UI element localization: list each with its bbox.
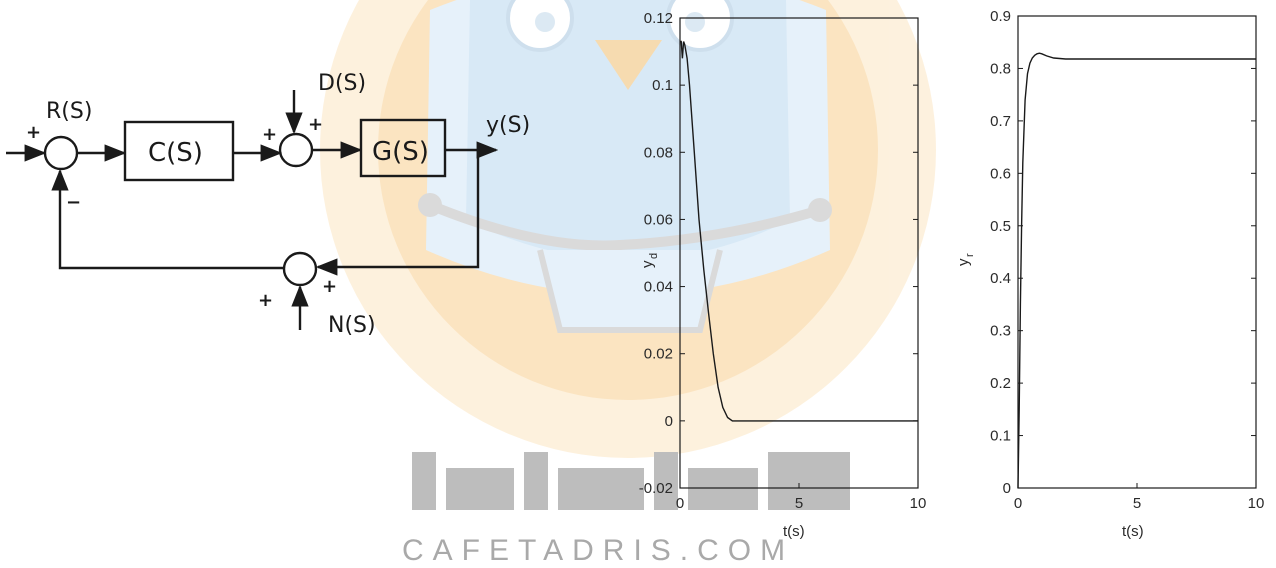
sum2-input-sign: + [262,124,277,145]
x-axis-label: t(s) [1122,523,1144,540]
controller-block [123,120,235,182]
y-tick-label: -0.02 [639,480,673,497]
y-tick-label: 0.7 [990,113,1011,130]
feedback-return-path [51,168,284,270]
x-tick-label: 5 [1133,495,1141,512]
y-tick-label: 0.04 [644,279,673,296]
x-tick-label: 5 [795,495,803,512]
y-tick-label: 0.8 [990,60,1011,77]
y-tick-label: 0.02 [644,346,673,363]
watermark-logo [320,0,936,458]
y-axis: -0.02 0 0.02 0.04 0.06 0.08 0.1 0.12 [639,10,918,497]
sum3-output-sign: + [322,276,337,297]
y-axis-label-main: y [955,258,972,266]
plant-block [359,118,447,178]
x-tick-label: 0 [1014,495,1022,512]
sum1-input-sign: + [26,122,41,143]
y-tick-label: 0 [665,413,673,430]
summing-junction-2 [278,132,314,168]
y-tick-label: 0.08 [644,144,673,161]
summing-junction-1 [43,135,79,171]
disturbance-label: D(S) [318,71,366,96]
y-tick-label: 0.2 [990,375,1011,392]
x-axis-label: t(s) [783,523,805,540]
reference-label: R(S) [46,99,92,124]
watermark-brand: CAFETADRIS.COM [402,452,850,567]
y-axis-label: y r [955,253,976,266]
chart-frame [1017,15,1257,489]
y-axis: 0 0.1 0.2 0.3 0.4 0.5 0.6 0.7 0.8 0.9 [990,8,1256,497]
y-tick-label: 0.1 [652,77,673,94]
feedback-path [315,150,480,276]
sum2-disturbance-sign: + [308,114,323,135]
plant-label: G(S) [372,137,429,167]
x-tick-label: 10 [1248,495,1265,512]
y-axis-label: y d [639,253,660,268]
sum1-feedback-sign: − [66,192,81,213]
series-line-yr [1017,52,1256,489]
y-axis-label-sub: r [964,253,976,257]
y-tick-label: 0.5 [990,218,1011,235]
block-diagram-labels: R(S) D(S) y(S) N(S) C(S) G(S) + − + + + … [26,71,530,338]
watermark-text: CAFETADRIS.COM [402,534,794,567]
y-tick-label: 0 [1003,480,1011,497]
x-axis: 0 5 10 [676,483,927,512]
x-axis: 0 5 10 [1014,483,1265,512]
y-axis-label-main: y [639,260,656,268]
controller-label: C(S) [148,138,203,168]
y-axis-label-sub: d [648,253,660,259]
y-tick-label: 0.4 [990,270,1011,287]
sum3-noise-sign: + [258,290,273,311]
y-tick-label: 0.12 [644,10,673,27]
y-tick-label: 0.9 [990,8,1011,25]
y-tick-label: 0.06 [644,211,673,228]
y-tick-label: 0.3 [990,323,1011,340]
reference-response-chart: 0 0.1 0.2 0.3 0.4 0.5 0.6 0.7 0.8 0.9 0 5 10 t(s) y… [955,8,1264,540]
x-tick-label: 10 [910,495,927,512]
x-tick-label: 0 [676,495,684,512]
series-line-yd [680,40,918,422]
summing-junction-3 [282,251,318,287]
output-label: y(S) [486,113,530,138]
noise-label: N(S) [328,313,376,338]
y-tick-label: 0.1 [990,428,1011,445]
y-tick-label: 0.6 [990,165,1011,182]
block-diagram [6,90,499,330]
